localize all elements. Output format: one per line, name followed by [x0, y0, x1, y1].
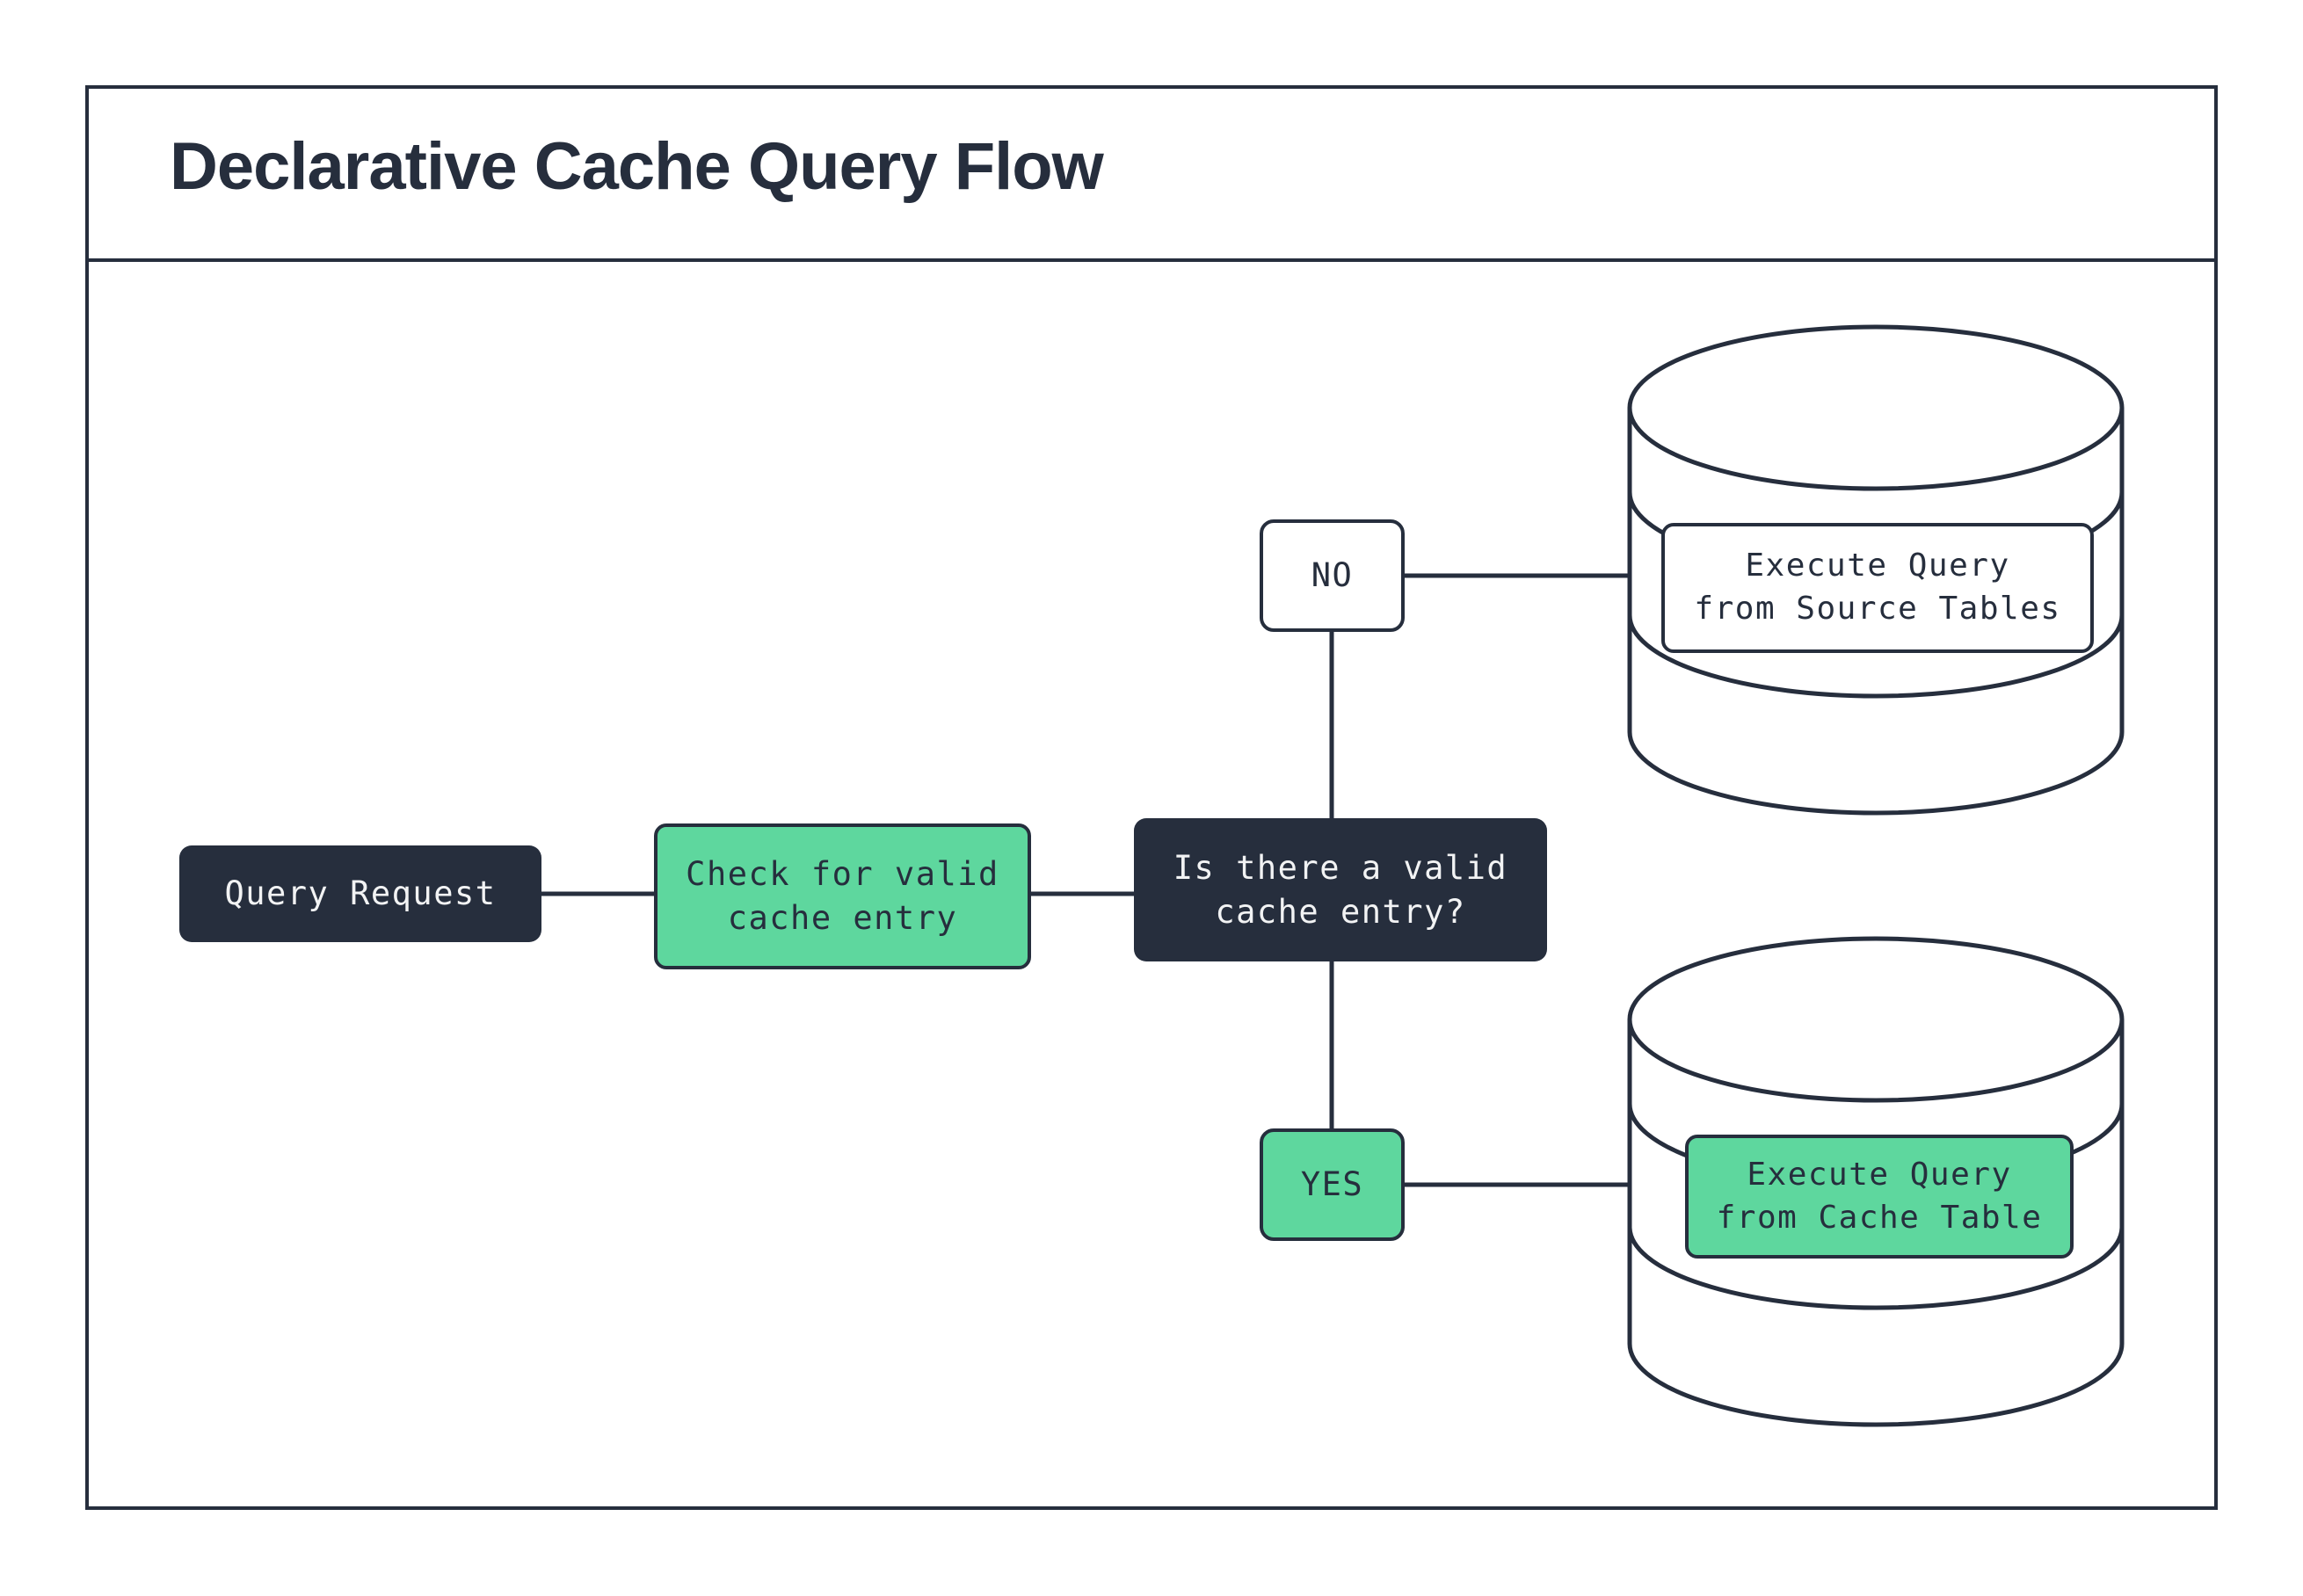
node-check-cache: Check for valid cache entry	[654, 823, 1031, 969]
node-decision: Is there a valid cache entry?	[1134, 818, 1547, 961]
page-title: Declarative Cache Query Flow	[170, 129, 1104, 204]
node-execute-source-tables: Execute Query from Source Tables	[1661, 523, 2094, 653]
title-divider	[85, 258, 2218, 262]
node-branch-yes: YES	[1260, 1128, 1405, 1241]
diagram-frame	[85, 85, 2218, 1510]
node-query-request: Query Request	[179, 845, 541, 942]
node-execute-cache-table: Execute Query from Cache Table	[1685, 1135, 2074, 1259]
node-branch-no: NO	[1260, 519, 1405, 632]
